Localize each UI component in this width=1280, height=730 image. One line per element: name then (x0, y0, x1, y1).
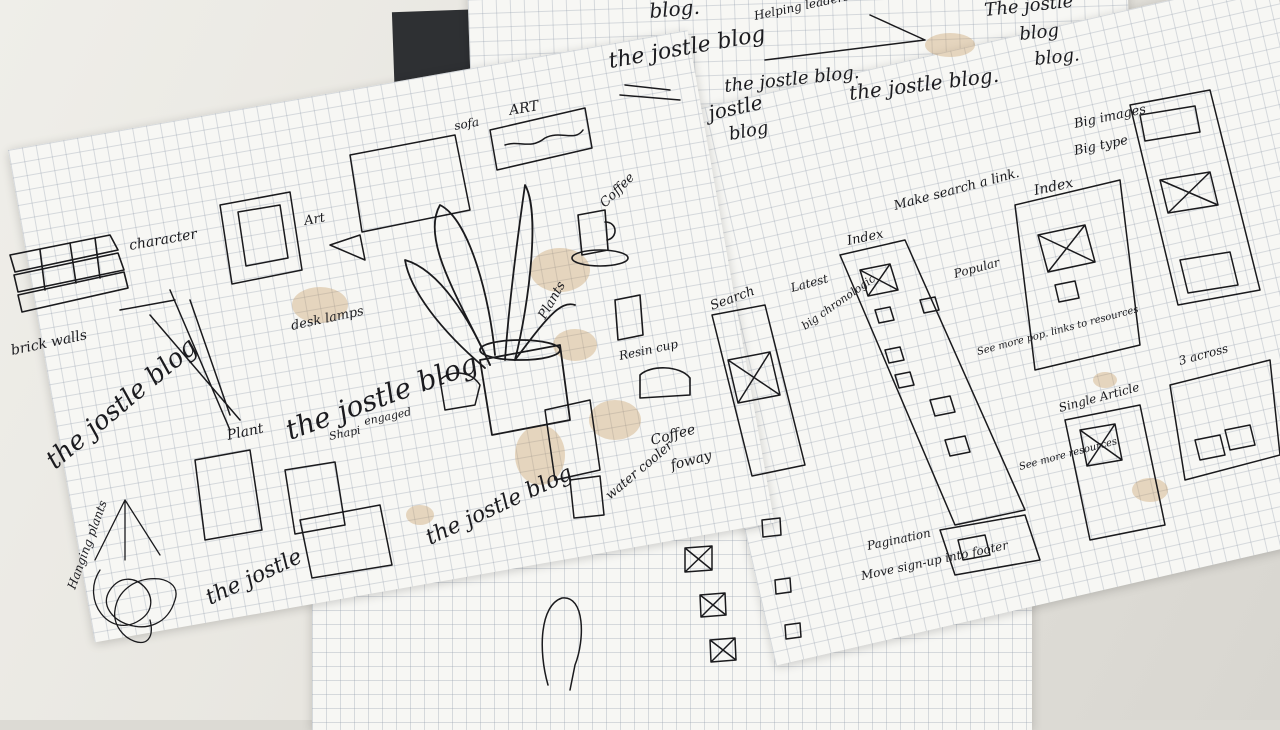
wireframe-sketches (541, 14, 1280, 691)
svg-text:blog.: blog. (1033, 44, 1080, 70)
svg-text:ART: ART (506, 98, 542, 120)
svg-text:Make search a link.: Make search a link. (891, 166, 1021, 214)
large-plant-sketch (404, 184, 576, 436)
svg-text:Big images: Big images (1072, 102, 1148, 132)
svg-text:character: character (128, 226, 200, 254)
svg-text:See more resources: See more resources (1018, 436, 1118, 473)
svg-text:3 across: 3 across (1177, 341, 1230, 368)
svg-text:the jostle blog: the jostle blog (422, 461, 576, 551)
coffee-stains (292, 33, 1168, 525)
svg-text:blog: blog (1018, 20, 1060, 45)
svg-text:Plant: Plant (225, 421, 266, 445)
svg-text:Art: Art (302, 210, 327, 229)
svg-text:brick walls: brick walls (10, 327, 89, 359)
top-sheet-labels: blog. Helping leaders The jostle the jos… (607, 0, 1081, 145)
svg-text:the jostle blog: the jostle blog (607, 22, 768, 74)
svg-text:Pagination: Pagination (865, 526, 932, 553)
hanging-plant-scribble (92, 499, 177, 644)
svg-text:the jostle blog: the jostle blog (281, 346, 482, 446)
svg-text:the jostle blog.: the jostle blog. (848, 63, 1000, 105)
svg-text:Search: Search (708, 284, 757, 314)
svg-text:Big type: Big type (1072, 133, 1130, 159)
right-sheet-labels: Big images Big type Index Make search a … (708, 102, 1229, 583)
brick-wall-sketch (9, 234, 129, 313)
svg-text:The jostle: The jostle (983, 0, 1074, 21)
svg-text:Shapi: Shapi (328, 424, 362, 443)
svg-text:Helping leaders: Helping leaders (752, 0, 851, 23)
svg-text:Resin cup: Resin cup (617, 337, 680, 363)
svg-text:blog.: blog. (648, 0, 700, 23)
svg-text:Coffee: Coffee (649, 422, 697, 449)
svg-text:the jostle blog: the jostle blog (40, 332, 203, 476)
svg-text:the jostle: the jostle (202, 544, 306, 610)
svg-text:foway: foway (668, 447, 715, 474)
svg-text:Latest: Latest (788, 271, 829, 295)
svg-text:Popular: Popular (951, 255, 1002, 281)
svg-text:Coffee: Coffee (597, 170, 638, 211)
svg-text:the jostle blog.: the jostle blog. (723, 62, 860, 97)
coffee-cup-sketches (571, 209, 691, 399)
svg-text:sofa: sofa (453, 115, 480, 133)
furniture-sketches (119, 107, 605, 579)
svg-text:water cooler: water cooler (603, 438, 677, 503)
svg-text:blog: blog (727, 117, 770, 145)
svg-text:See more pop. links to resourc: See more pop. links to resources (976, 304, 1140, 358)
left-sheet-labels: ART sofa Art character brick walls desk … (10, 98, 715, 611)
